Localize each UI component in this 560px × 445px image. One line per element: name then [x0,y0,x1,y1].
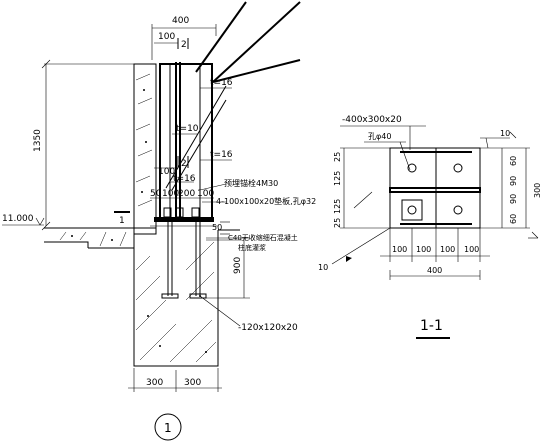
t16-upper: t=16 [210,78,233,88]
detail-1-column-base: 400 100 2 [2,1,316,441]
right-dim-60-top: 60 [509,156,518,166]
detail-number-text: 1 [164,421,172,435]
plan-dim-100-b: 100 [416,245,431,254]
right-dim-90-top: 90 [509,176,518,186]
detail-number: 1 [154,413,182,441]
section-cut-mark: 1 [114,211,130,226]
upper-100-dimension: 100 2 [154,32,189,50]
t10: t=10 [176,124,199,134]
plate-spec: -400x300x20 [342,115,402,125]
t16-lower: t=16 [210,150,233,160]
dim-1350: 1350 [33,129,43,152]
grout-note-2: 柱底灌浆 [238,243,266,252]
bottom-dimensions: 300 300 [128,368,222,392]
left-dim-125-top: 125 [333,171,342,186]
left-dimensions: 25 125 25 125 [333,147,390,229]
right-dim-60-bottom: 60 [509,214,518,224]
section-title: 1-1 [416,318,450,339]
section-1-1-plan: -400x300x20 孔φ40 10 [318,115,542,339]
mark-2-upper: 2 [181,40,187,50]
plan-overall-400: 400 [427,266,442,275]
base-dim-100-b: 100 [197,189,214,199]
left-dim-125-bottom: 125 [333,199,342,214]
plate-spec-note: -400x300x20 孔φ40 [340,115,426,171]
dim-100-lower: 100 [158,167,175,177]
base-plate-dimensions: 50 100 200 100 [150,189,214,199]
mark-2-lower: 2 [181,159,187,169]
base-dim-200: 200 [178,189,195,199]
bottom-dim-300-left: 300 [146,378,163,388]
left-dim-25-top: 25 [333,152,342,162]
base-plate [150,207,218,227]
t16-left: t=16 [173,174,196,184]
right-dim-90-bottom: 90 [509,194,518,204]
grout-dimension-50: 50 [212,221,230,235]
dim-50: 50 [212,223,222,232]
lower-100-dimension: 2 100 [154,156,189,177]
plan-dim-100-d: 100 [464,245,479,254]
plate-thickness-labels: t=16 t=10 t=16 t=16 [170,78,233,184]
base-plate-plan [389,147,481,229]
anchor-plate-spec: -120x120x20 [238,323,298,333]
plan-bottom-dimensions: 100 100 100 100 400 [380,228,490,280]
overall-height-300: 300 [533,183,542,198]
concrete-column-wall [133,63,157,235]
elevation-value: 11.000 [2,214,34,224]
dim-400-top: 400 [172,16,189,26]
weld-mark-bottom: 10 [318,227,391,272]
plate-note: 4-100x100x20垫板,孔φ32 [216,196,316,206]
section-title-text: 1-1 [420,318,443,334]
anchor-bolt-note: 预埋锚栓4M30 4-100x100x20垫板,孔φ32 [199,178,316,206]
grout-note: C40无收缩细石混凝土 柱底灌浆 [206,233,298,252]
grout-note-1: C40无收缩细石混凝土 [228,233,298,242]
dim-100-upper: 100 [158,32,175,42]
left-dim-25-bottom: 25 [333,218,342,228]
plan-dim-100-a: 100 [392,245,407,254]
height-dimension: 1350 [33,59,134,231]
weld-mark-top: 10 [480,129,517,149]
weld-10-bottom: 10 [318,263,328,272]
bolt-note: 预埋锚栓4M30 [224,178,278,188]
section-mark-1: 1 [119,216,125,226]
anchor-length-dimension: 900 [206,237,250,299]
top-width-dimension: 400 [151,16,217,60]
anchor-plate-note: -120x120x20 [199,295,298,333]
hole-note: 孔φ40 [368,132,391,141]
foundation-slab [44,227,156,249]
dim-900: 900 [233,257,243,274]
right-dimensions: 60 90 90 60 300 [480,147,542,239]
anchor-bolts [161,222,207,299]
elevation-mark: 11.000 [2,214,45,226]
plan-dim-100-c: 100 [440,245,455,254]
base-dim-100-a: 100 [162,189,179,199]
weld-10-top: 10 [500,129,510,138]
base-dim-50: 50 [150,189,162,199]
bottom-dim-300-right: 300 [184,378,201,388]
